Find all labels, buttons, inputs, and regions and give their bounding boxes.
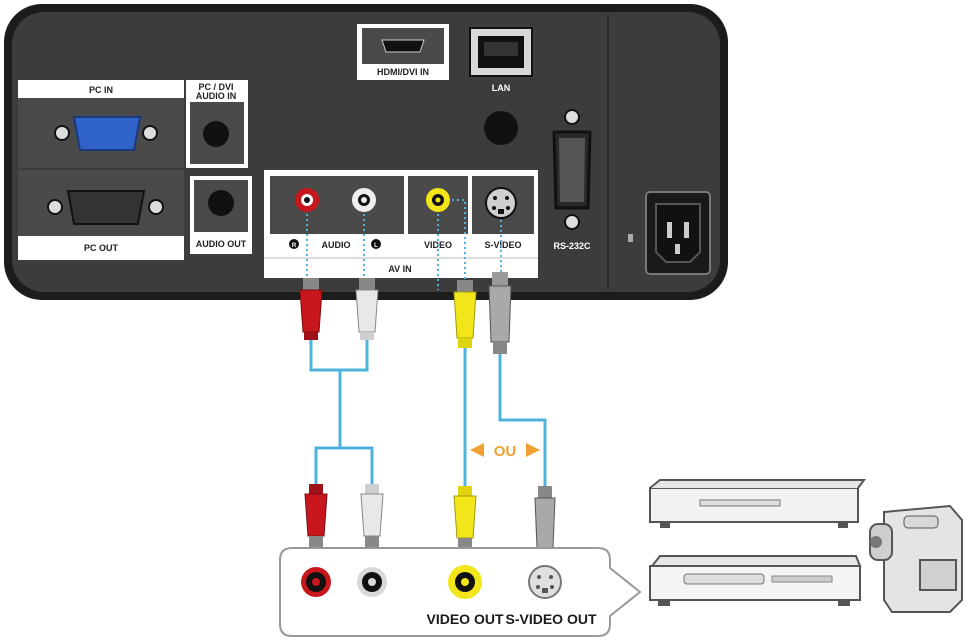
s-video-plug-top [488, 272, 512, 354]
dvd-player-icon [649, 479, 866, 528]
rs232c-port: RS-232C [552, 109, 592, 251]
pc-dvi-label: PC / DVI [198, 82, 233, 92]
s-video-jack-icon [485, 187, 517, 219]
lan-label: LAN [492, 83, 511, 93]
round-button-icon [484, 111, 518, 145]
pc-out-label: PC OUT [84, 243, 119, 253]
audio-r-plug-top [299, 278, 323, 340]
audio-right-mark: R [292, 243, 297, 249]
vcr-icon [649, 555, 862, 606]
audio-label: AUDIO [322, 240, 351, 250]
rs232c-label: RS-232C [553, 241, 591, 251]
pc-dvi-audio-in-port: PC / DVI AUDIO IN [186, 80, 248, 168]
power-socket-icon [628, 191, 711, 275]
source-s-video-jack-icon [528, 565, 562, 599]
projector-back-panel: PC IN PC / DVI AUDIO IN PC OUT [4, 4, 728, 300]
pc-out-port: PC OUT [18, 170, 184, 260]
right-arrow-icon [526, 443, 540, 457]
hdmi-label: HDMI/DVI IN [377, 67, 429, 77]
s-video-label: S-VIDEO [484, 240, 521, 250]
video-plug-bottom [453, 486, 477, 550]
pc-in-label: PC IN [89, 85, 113, 95]
hdmi-dvi-in-port: HDMI/DVI IN [357, 24, 449, 80]
audio-r-plug-bottom [304, 484, 328, 548]
lan-port: LAN [469, 27, 533, 93]
s-video-out-label: S-VIDEO OUT [505, 611, 596, 627]
cables [309, 338, 547, 488]
camcorder-icon [869, 504, 963, 613]
av-in-panel: R AUDIO L VIDEO S-VIDEO AV IN [264, 170, 538, 278]
video-plug-top [453, 280, 477, 348]
av-in-label: AV IN [388, 264, 411, 274]
audio-out-label: AUDIO OUT [196, 239, 247, 249]
or-indicator: OU [470, 443, 540, 460]
audio-l-plug-top [355, 278, 379, 340]
pc-in-port: PC IN [18, 80, 184, 168]
or-label: OU [494, 443, 517, 460]
audio-out-port: AUDIO OUT [190, 176, 252, 254]
source-output-panel: VIDEO OUT S-VIDEO OUT [279, 547, 642, 637]
left-arrow-icon [470, 443, 484, 457]
audio-l-plug-bottom [360, 484, 384, 548]
audio-in-label: AUDIO IN [196, 91, 237, 101]
video-out-label: VIDEO OUT [426, 611, 503, 627]
audio-left-mark: L [374, 243, 378, 249]
